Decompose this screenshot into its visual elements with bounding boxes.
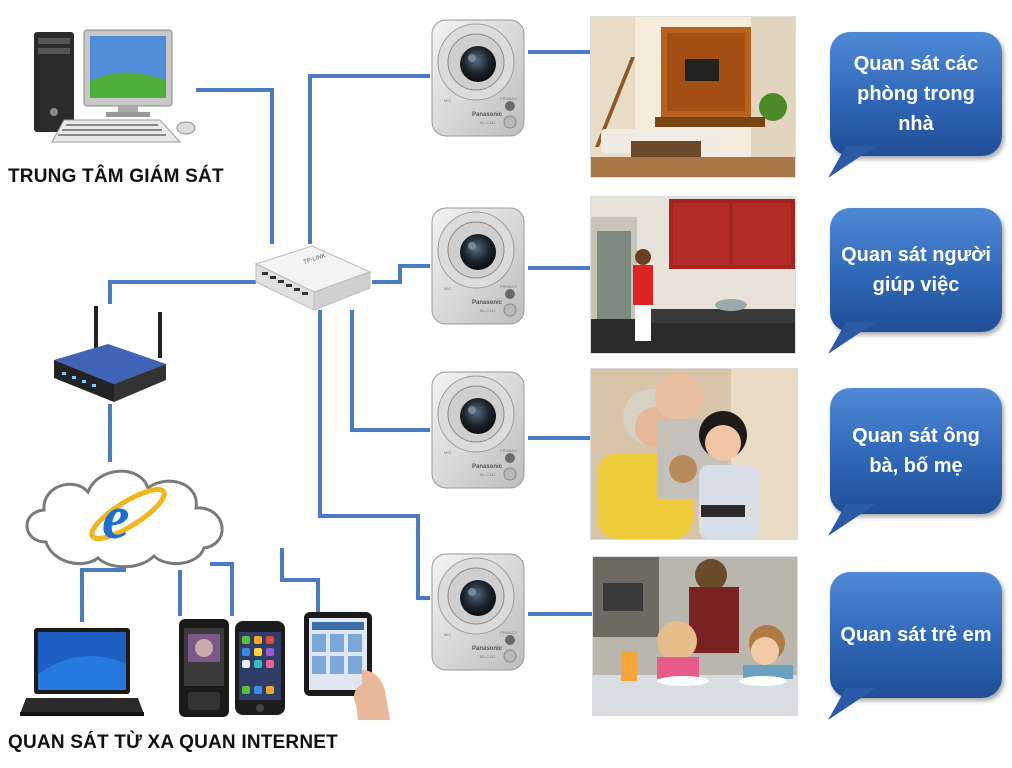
camera-mic-text: MIC — [444, 98, 451, 103]
network-switch-icon: TP-LINK — [254, 245, 372, 311]
ip-camera-icon: Panasonic BL-C111 MIC PRIVACY — [431, 553, 525, 671]
camera-model-text: BL-C111 — [480, 308, 496, 313]
desktop-computer-icon — [34, 29, 196, 143]
speech-bubble-grandparents: Quan sát ông bà, bố mẹ — [830, 388, 1002, 514]
speech-bubble-helper: Quan sát người giúp việc — [830, 208, 1002, 332]
bubble-text-grandparents: Quan sát ông bà, bố mẹ — [852, 425, 980, 477]
living-room-photo — [590, 16, 796, 178]
wifi-router-icon — [54, 306, 166, 402]
camera-mic-text: MIC — [444, 632, 451, 637]
speech-bubble-tail — [828, 146, 876, 178]
iphone-icon — [235, 621, 285, 715]
tablet-icon — [304, 612, 390, 720]
internet-cloud-icon: e — [25, 469, 224, 569]
monitoring-center-label: TRUNG TÂM GIÁM SÁT — [8, 166, 224, 187]
camera-model-text: BL-C111 — [480, 120, 496, 125]
ip-camera-icon: Panasonic BL-C111 MIC PRIVACY — [431, 207, 525, 325]
svg-text:e: e — [102, 484, 130, 552]
camera-privacy-text: PRIVACY — [500, 284, 518, 289]
remote-monitoring-label: QUAN SÁT TỪ XA QUAN INTERNET — [8, 732, 338, 753]
camera-privacy-text: PRIVACY — [500, 630, 518, 635]
camera-mic-text: MIC — [444, 450, 451, 455]
grandparents-photo — [590, 368, 798, 540]
camera-mic-text: MIC — [444, 286, 451, 291]
speech-bubble-children: Quan sát trẻ em — [830, 572, 1002, 698]
children-photo — [592, 556, 798, 716]
camera-model-text: BL-C111 — [480, 472, 496, 477]
speech-bubble-tail — [828, 322, 876, 354]
speech-bubble-tail — [828, 688, 876, 720]
speech-bubble-tail — [828, 504, 876, 536]
camera-model-text: BL-C111 — [480, 654, 496, 659]
smartphone-icon — [179, 619, 229, 717]
camera-brand-text: Panasonic — [472, 646, 503, 652]
bubble-text-rooms: Quan sát các phòng trong nhà — [853, 53, 979, 135]
kitchen-helper-photo — [590, 196, 796, 354]
camera-brand-text: Panasonic — [472, 464, 503, 470]
speech-bubble-rooms: Quan sát các phòng trong nhà — [830, 32, 1002, 156]
camera-brand-text: Panasonic — [472, 112, 503, 118]
camera-brand-text: Panasonic — [472, 300, 503, 306]
ip-camera-icon: Panasonic BL-C111 MIC PRIVACY — [431, 371, 525, 489]
camera-privacy-text: PRIVACY — [500, 96, 518, 101]
bubble-text-children: Quan sát trẻ em — [840, 624, 992, 646]
bubble-text-helper: Quan sát người giúp việc — [841, 244, 991, 296]
ip-camera-icon: Panasonic BL-C111 MIC PRIVACY — [431, 19, 525, 137]
laptop-icon — [20, 628, 144, 716]
camera-privacy-text: PRIVACY — [500, 448, 518, 453]
